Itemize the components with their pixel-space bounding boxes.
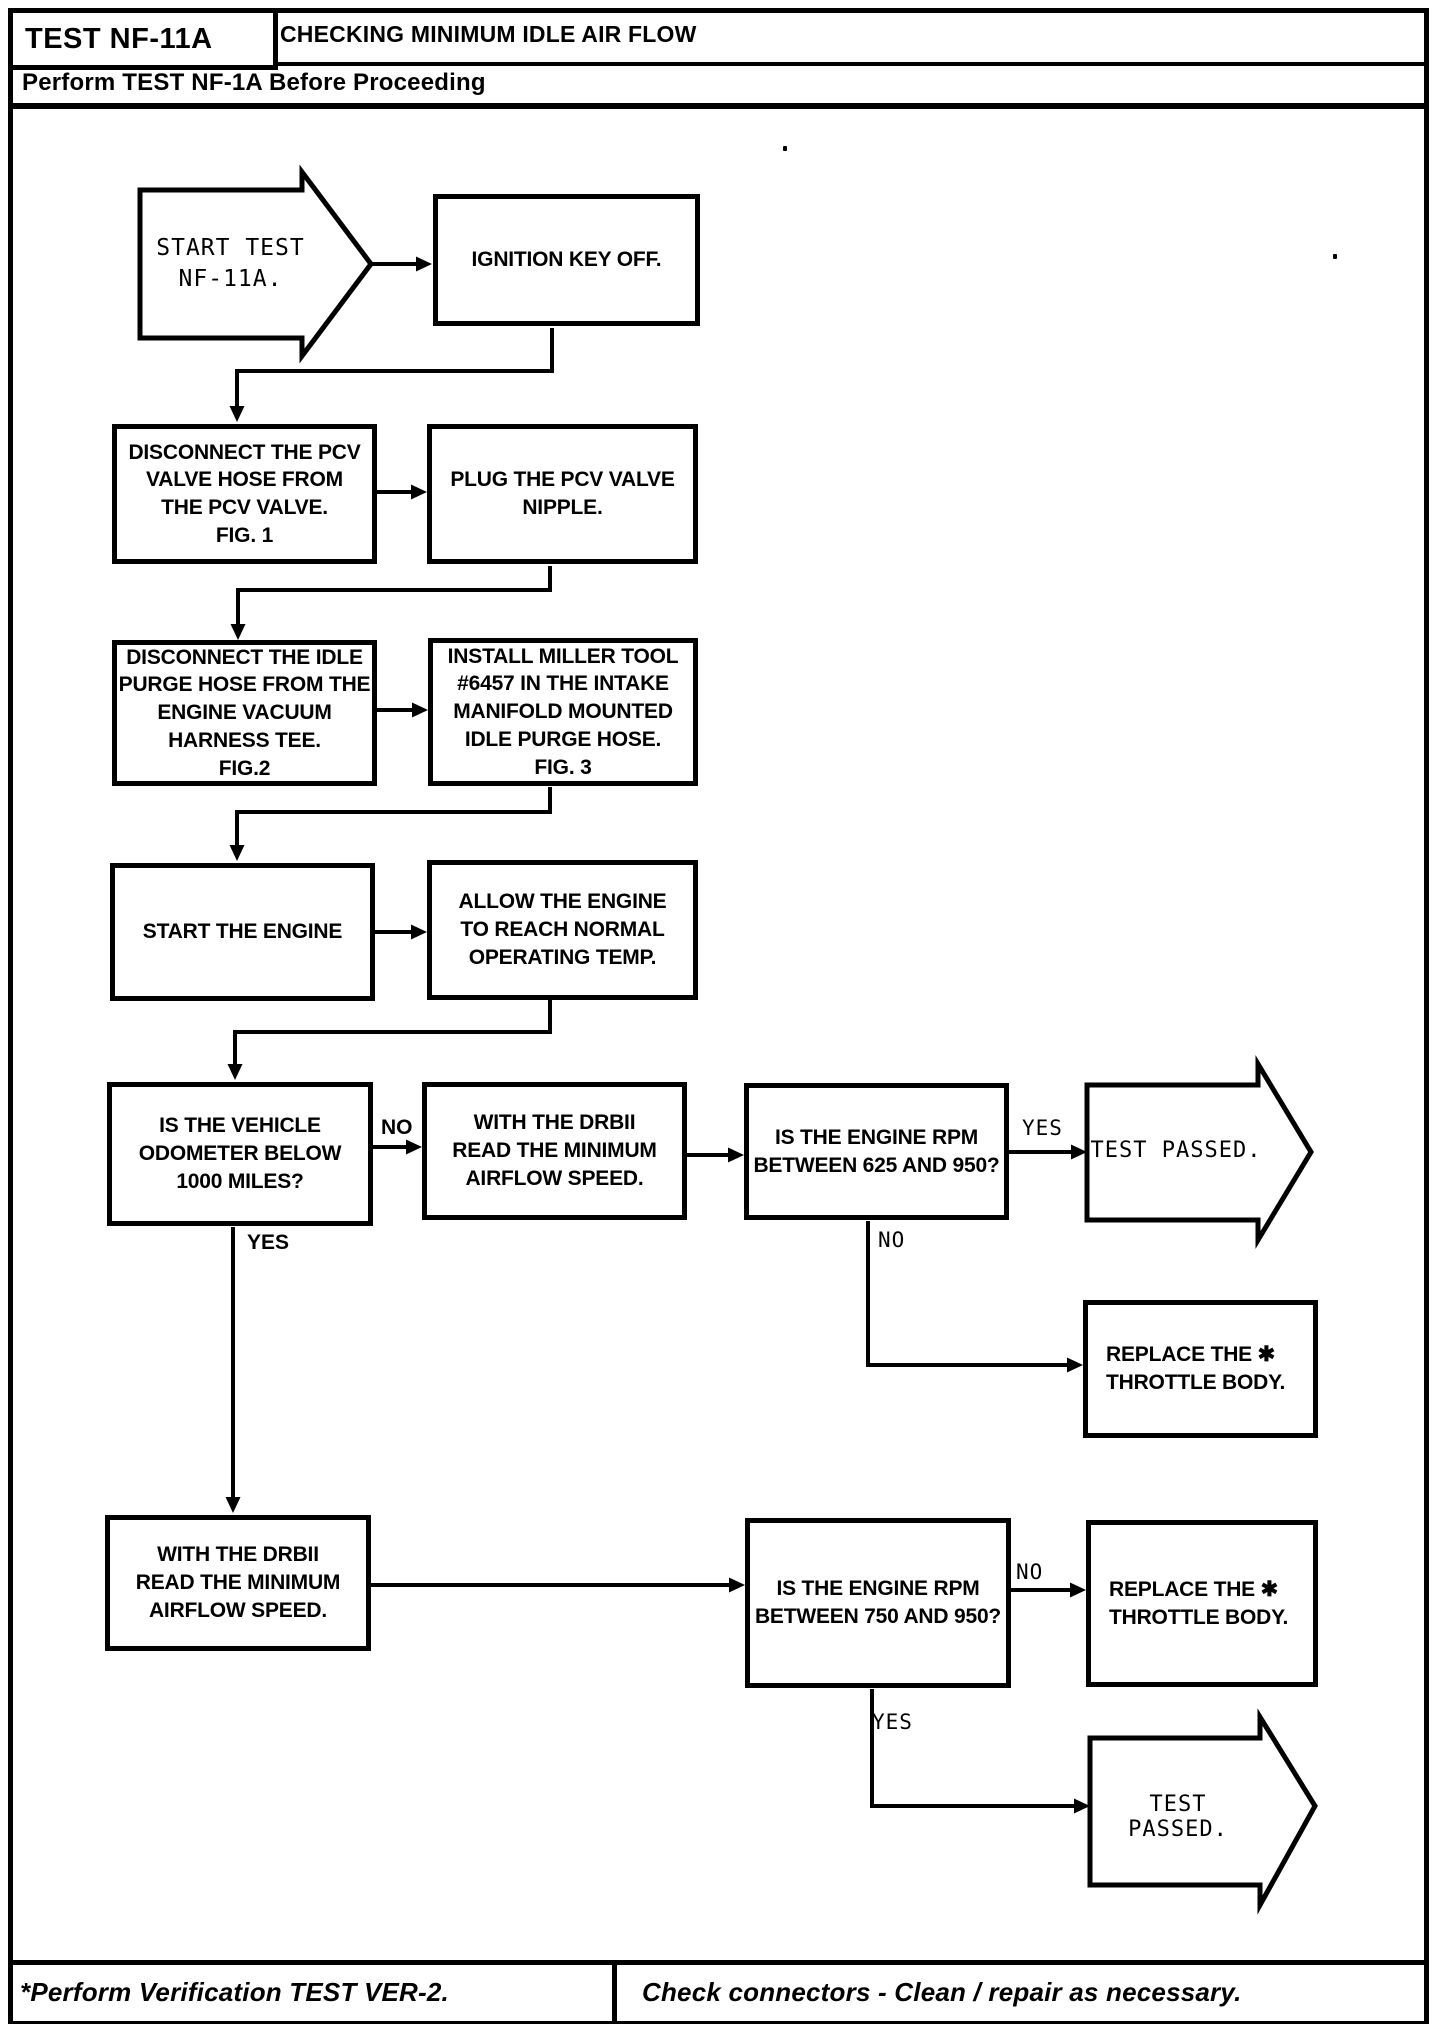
- test-passed-2-label: TEST PASSED.: [1128, 1792, 1228, 1842]
- read-airflow-2-node: WITH THE DRBII READ THE MINIMUM AIRFLOW …: [105, 1515, 371, 1651]
- start-engine-node: START THE ENGINE: [110, 863, 375, 1001]
- footer-divider-line: [612, 1960, 617, 2022]
- branch-label-yes-rpm1: YES: [1022, 1116, 1063, 1140]
- branch-label-no-odometer: NO: [381, 1116, 413, 1139]
- branch-label-no-rpm2: NO: [1016, 1560, 1044, 1584]
- test-passed-2-shape: [1087, 1708, 1318, 1915]
- start-banner-shape: [137, 164, 375, 364]
- ignition-key-off-node: IGNITION KEY OFF.: [433, 194, 700, 326]
- plug-pcv-node: PLUG THE PCV VALVE NIPPLE.: [427, 424, 698, 564]
- test-passed-1-shape: [1084, 1055, 1314, 1249]
- header-divider-line: [8, 62, 1424, 66]
- page-subtitle: Perform TEST NF-1A Before Proceeding: [22, 69, 486, 96]
- page-border: [8, 8, 1429, 2024]
- rpm-question-1-node: IS THE ENGINE RPM BETWEEN 625 AND 950?: [744, 1083, 1009, 1220]
- start-node-label: START TEST NF-11A.: [156, 235, 305, 293]
- allow-engine-temp-node: ALLOW THE ENGINE TO REACH NORMAL OPERATI…: [427, 860, 698, 1000]
- test-id-box: TEST NF-11A: [8, 8, 278, 70]
- read-airflow-1-node: WITH THE DRBII READ THE MINIMUM AIRFLOW …: [422, 1082, 687, 1220]
- branch-label-yes-rpm2: YES: [872, 1710, 913, 1734]
- disconnect-idle-purge-node: DISCONNECT THE IDLE PURGE HOSE FROM THE …: [112, 640, 377, 786]
- install-miller-tool-node: INSTALL MILLER TOOL #6457 IN THE INTAKE …: [428, 638, 698, 786]
- replace-throttle-1-node: REPLACE THE ✱ THROTTLE BODY.: [1083, 1300, 1318, 1438]
- test-passed-1-label: TEST PASSED.: [1090, 1138, 1262, 1163]
- rpm-question-2-node: IS THE ENGINE RPM BETWEEN 750 AND 950?: [745, 1518, 1011, 1688]
- branch-label-yes-odometer: YES: [247, 1231, 290, 1254]
- footer-note-right: Check connectors - Clean / repair as nec…: [642, 1977, 1242, 2007]
- page-title: CHECKING MINIMUM IDLE AIR FLOW: [280, 21, 697, 47]
- footer-note-left: *Perform Verification TEST VER-2.: [20, 1977, 449, 2007]
- scan-speck: [783, 146, 787, 151]
- odometer-question-node: IS THE VEHICLE ODOMETER BELOW 1000 MILES…: [107, 1082, 373, 1226]
- arrowheads: [225, 256, 1090, 1814]
- replace-throttle-2-node: REPLACE THE ✱ THROTTLE BODY.: [1086, 1520, 1318, 1687]
- flow-lines: [231, 262, 1078, 1808]
- test-id-label: TEST NF-11A: [25, 22, 213, 55]
- scan-speck: [1333, 254, 1337, 259]
- footer-top-border: [8, 1960, 1424, 1965]
- content-top-border: [8, 103, 1424, 109]
- disconnect-pcv-node: DISCONNECT THE PCV VALVE HOSE FROM THE P…: [112, 424, 377, 564]
- branch-label-no-rpm1: NO: [878, 1228, 906, 1252]
